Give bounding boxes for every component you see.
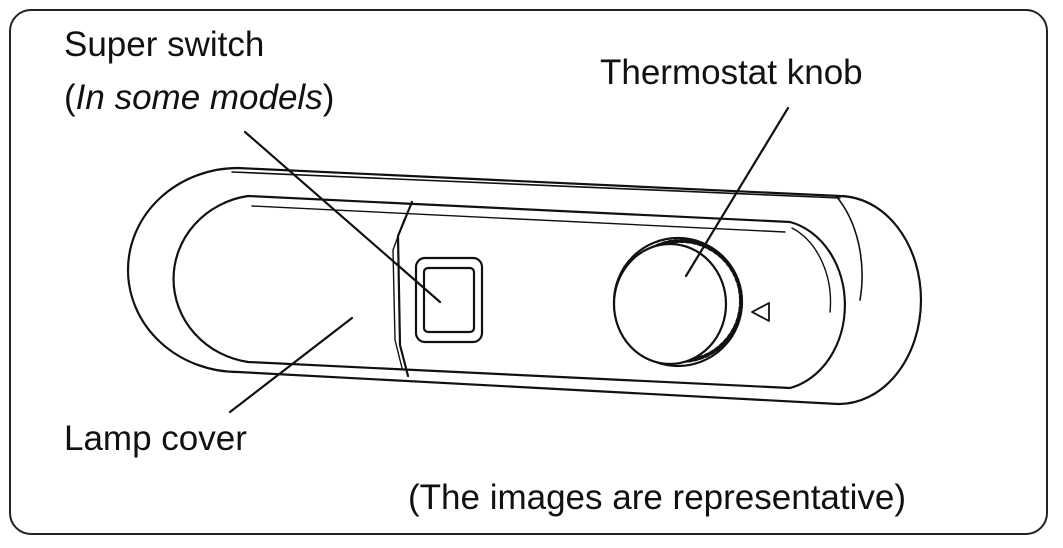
- paren-close: ): [322, 78, 335, 117]
- lamp-cover-leader: [228, 316, 354, 414]
- triangle-left-outline-icon: [751, 302, 770, 322]
- panel-inner-right-edge: [791, 227, 832, 313]
- lamp-cover-label: Lamp cover: [64, 419, 247, 458]
- thermostat-knob-label: Thermostat knob: [600, 53, 863, 92]
- super-switch-button: [422, 266, 476, 334]
- lamp-cover-divider: [396, 200, 414, 378]
- thermostat-knob-leader: [684, 106, 790, 278]
- super-switch-subnote: (In some models): [64, 80, 334, 115]
- lamp-cover-divider-inner: [392, 219, 405, 369]
- panel-housing-rim: [231, 171, 841, 199]
- panel-housing-outer: [126, 166, 923, 406]
- diagram-frame: [9, 9, 1048, 535]
- super-switch-bezel: [414, 256, 484, 344]
- panel-inner-face: [172, 194, 847, 390]
- representative-note: (The images are representative): [408, 478, 906, 517]
- panel-inner-top-edge: [251, 205, 786, 233]
- thermostat-knob-face: [612, 242, 728, 366]
- super-switch-leader: [243, 130, 442, 304]
- in-some-models-text: In some models: [75, 78, 323, 117]
- paren-open: (: [64, 78, 76, 117]
- super-switch-label: Super switch: [64, 25, 265, 64]
- panel-housing-back: [835, 195, 863, 301]
